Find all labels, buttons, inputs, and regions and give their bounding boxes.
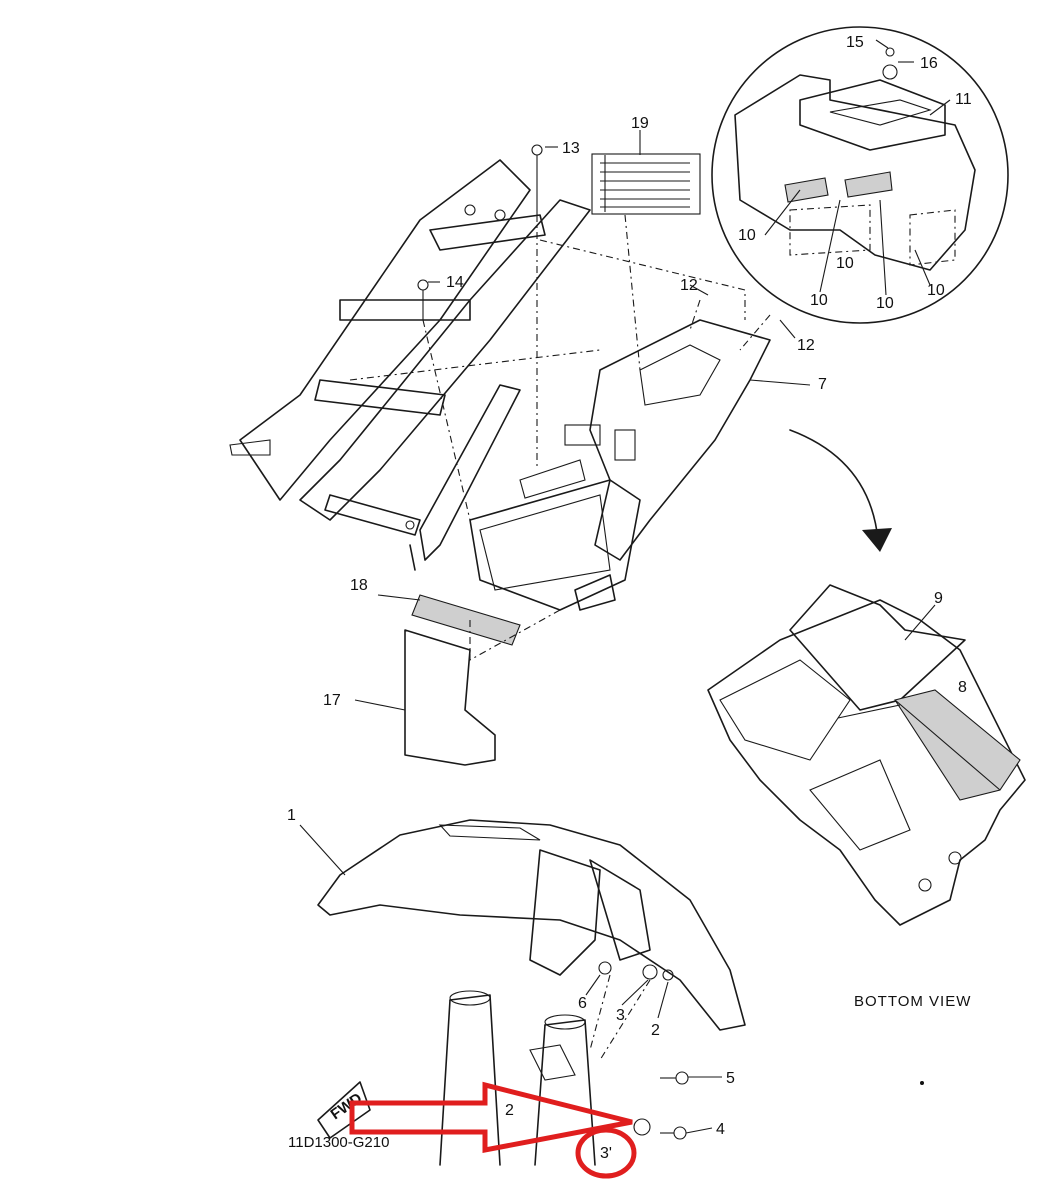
callout-3-highlighted: 3' <box>600 1145 612 1162</box>
callout-5: 5 <box>726 1070 735 1087</box>
callout-8: 8 <box>958 679 967 696</box>
rear-fender-assembly <box>469 319 771 611</box>
callout-10-e: 10 <box>836 255 854 272</box>
callout-9: 9 <box>934 590 943 607</box>
callout-10-d: 10 <box>927 282 945 299</box>
callout-7: 7 <box>818 376 827 393</box>
red-circle <box>575 1127 637 1179</box>
assembly-lines <box>349 214 771 1061</box>
callout-11: 11 <box>955 91 972 108</box>
callout-1: 1 <box>287 807 296 824</box>
callout-2-lower: 2 <box>505 1102 514 1119</box>
bottom-view-fender <box>707 584 1026 926</box>
front-forks <box>439 990 596 1166</box>
part-19-label-plate <box>591 153 701 215</box>
callout-6: 6 <box>578 995 587 1012</box>
callouts: 1 2 2 3 3' 4 5 6 7 8 9 10 10 10 10 10 11… <box>287 34 972 1162</box>
drawing-code: 11D1300-G210 <box>288 1134 389 1151</box>
callout-18: 18 <box>350 577 368 594</box>
hardware <box>417 144 689 1140</box>
callout-17: 17 <box>323 692 341 709</box>
callout-15: 15 <box>846 34 864 51</box>
callout-4: 4 <box>716 1121 725 1138</box>
dot-mark <box>920 1081 924 1085</box>
detail-circle <box>711 26 1009 324</box>
bottom-view-arrow <box>789 429 892 552</box>
callout-14: 14 <box>446 274 464 291</box>
callout-19: 19 <box>631 115 649 132</box>
callout-16: 16 <box>920 55 938 72</box>
callout-10-a: 10 <box>738 227 756 244</box>
callout-13: 13 <box>562 140 580 157</box>
leader-lines <box>299 39 951 1134</box>
callout-10-c: 10 <box>876 295 894 312</box>
callout-12-b: 12 <box>797 337 815 354</box>
front-fender <box>317 819 746 1031</box>
bottom-view-caption: BOTTOM VIEW <box>854 993 971 1010</box>
callout-12-a: 12 <box>680 277 698 294</box>
callout-10-b: 10 <box>810 292 828 309</box>
part-17-bracket <box>404 629 496 766</box>
callout-2: 2 <box>651 1022 660 1039</box>
red-annotation <box>349 1081 637 1179</box>
callout-3: 3 <box>616 1007 625 1024</box>
part-18-pad <box>411 594 521 646</box>
red-arrow <box>349 1081 633 1154</box>
rear-frame <box>229 159 591 571</box>
